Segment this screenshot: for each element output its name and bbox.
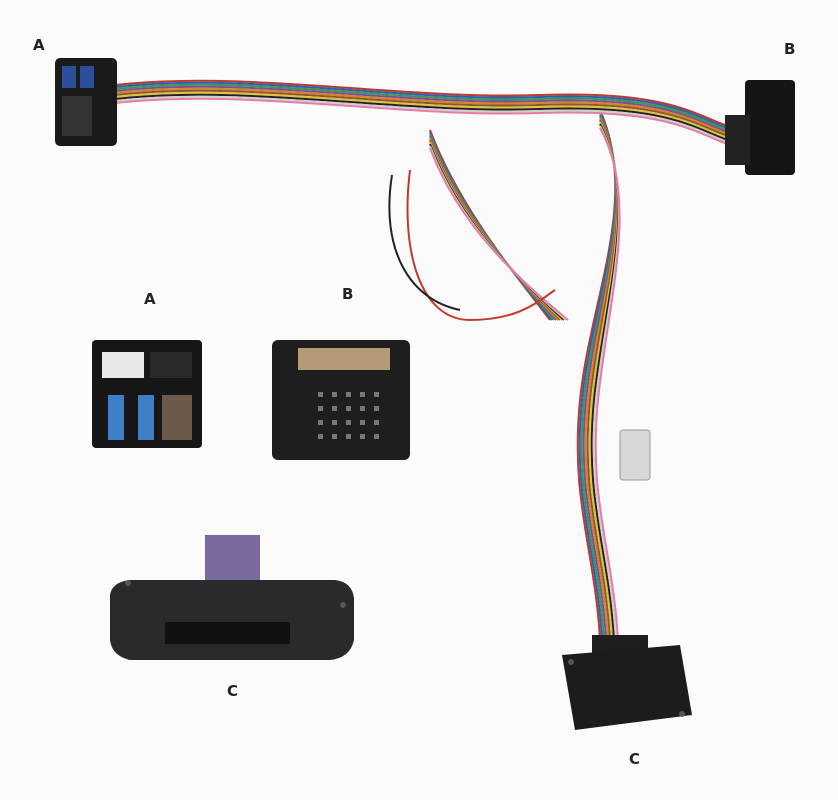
- pin: [346, 406, 351, 411]
- pin: [332, 392, 337, 397]
- wire: [429, 137, 559, 321]
- pin: [318, 406, 323, 411]
- loose-wire: [388, 174, 461, 311]
- label-connector-b: B: [784, 40, 796, 58]
- wire: [114, 79, 741, 131]
- wire: [114, 93, 741, 145]
- pin: [360, 392, 365, 397]
- label-detail-b: B: [342, 285, 354, 303]
- pin: [332, 434, 337, 439]
- wire: [429, 147, 569, 321]
- wire: [429, 143, 565, 321]
- pin: [332, 420, 337, 425]
- pin: [374, 406, 379, 411]
- pin: [360, 406, 365, 411]
- wire: [429, 145, 567, 321]
- pin: [318, 420, 323, 425]
- pin: [346, 420, 351, 425]
- wire: [114, 97, 741, 149]
- detail-connector-a: [92, 340, 202, 448]
- pin: [360, 420, 365, 425]
- wire: [114, 95, 741, 147]
- loose-wire: [406, 169, 556, 322]
- wire: [429, 139, 561, 321]
- wire: [429, 141, 563, 321]
- pin: [374, 420, 379, 425]
- pin: [360, 434, 365, 439]
- wire: [114, 89, 741, 141]
- inline-connector: [619, 429, 651, 481]
- wire: [114, 87, 741, 139]
- pin: [346, 434, 351, 439]
- wire: [114, 83, 741, 135]
- label-connector-a: A: [33, 36, 45, 54]
- wire: [594, 127, 621, 641]
- module-c: [562, 635, 692, 730]
- wire-bundle: [114, 79, 741, 641]
- detail-module-c: [110, 535, 354, 660]
- pin: [318, 392, 323, 397]
- pin: [374, 434, 379, 439]
- pin: [374, 392, 379, 397]
- label-module-c: C: [629, 750, 641, 768]
- label-detail-a: A: [144, 290, 156, 308]
- connector-a: [55, 58, 117, 146]
- wire: [114, 85, 741, 137]
- connector-b: [725, 80, 795, 175]
- wire: [114, 81, 741, 133]
- detail-connector-b: [272, 340, 410, 460]
- label-detail-c: C: [227, 682, 239, 700]
- wire: [114, 91, 741, 143]
- pin: [346, 392, 351, 397]
- pin: [318, 434, 323, 439]
- pin: [332, 406, 337, 411]
